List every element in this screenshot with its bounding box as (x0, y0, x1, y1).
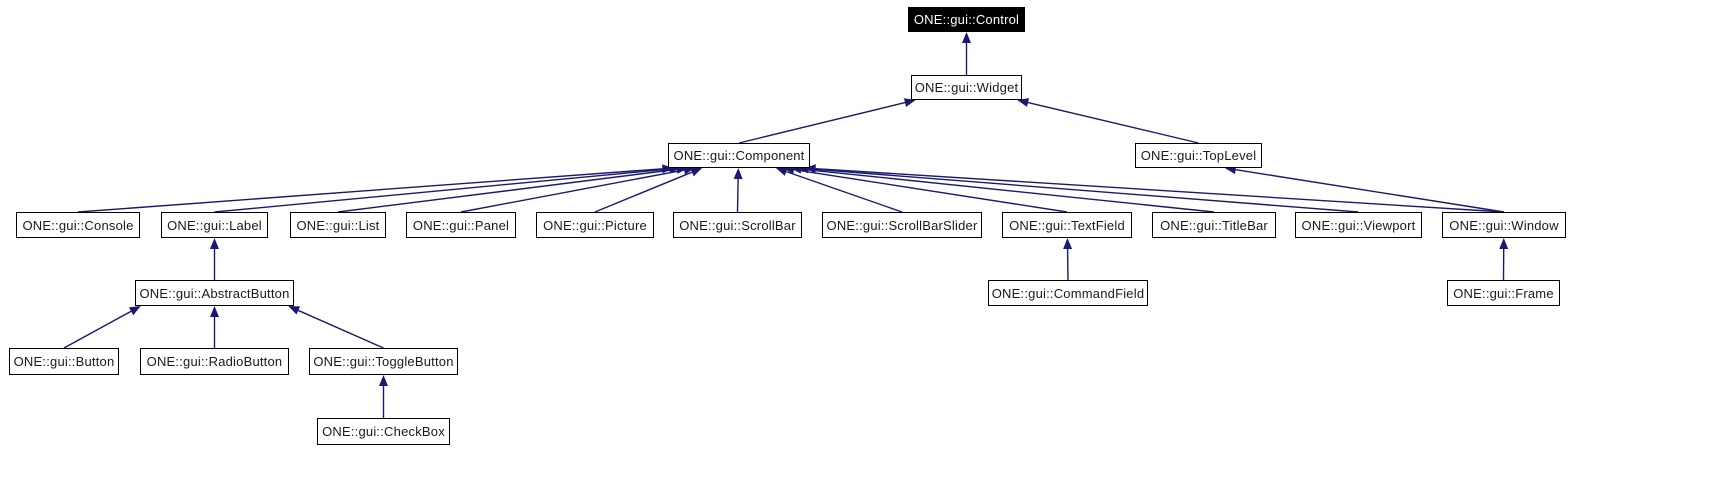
inheritance-edge-label-to-component (214, 168, 670, 213)
class-node-radiobutton[interactable]: ONE::gui::RadioButton (140, 348, 289, 375)
inheritance-edge-scrollbar-to-component (736, 178, 739, 213)
class-node-scrollbar[interactable]: ONE::gui::ScrollBar (673, 212, 802, 238)
inheritance-edge-window-to-toplevel (1235, 169, 1505, 213)
class-node-label: ONE::gui::CommandField (991, 285, 1145, 301)
inheritance-edge-scrollbarslider-to-component (786, 170, 903, 213)
inheritance-arrowhead-checkbox-to-togglebutton (379, 375, 388, 386)
class-node-label: ONE::gui::List (296, 217, 380, 233)
class-node-label: ONE::gui::Window (1449, 217, 1559, 233)
class-node-list[interactable]: ONE::gui::List (290, 212, 386, 238)
class-node-console[interactable]: ONE::gui::Console (16, 212, 140, 238)
inheritance-arrowhead-frame-to-window (1499, 238, 1509, 250)
class-node-label: ONE::gui::Picture (543, 217, 647, 233)
inheritance-edge-titlebar-to-component (801, 168, 1215, 213)
class-node-label: ONE::gui::RadioButton (146, 354, 283, 369)
class-node-label: ONE::gui::Frame (1453, 285, 1554, 301)
inheritance-arrowhead-togglebutton-to-abstractbutton (288, 306, 301, 315)
class-node-viewport[interactable]: ONE::gui::Viewport (1295, 212, 1422, 238)
inheritance-arrowhead-scrollbarslider-to-component (775, 167, 788, 176)
class-node-label: ONE::gui::Button (13, 354, 115, 369)
class-node-commandfield[interactable]: ONE::gui::CommandField (988, 280, 1148, 306)
inheritance-edge-panel-to-component (460, 169, 685, 213)
class-node-checkbox[interactable]: ONE::gui::CheckBox (317, 418, 450, 445)
class-node-label: ONE::gui::ScrollBar (679, 217, 796, 233)
class-node-label: ONE::gui::CheckBox (322, 424, 445, 439)
class-node-textfield[interactable]: ONE::gui::TextField (1002, 212, 1132, 238)
class-node-label: ONE::gui::AbstractButton (139, 285, 290, 301)
class-node-label: ONE::gui::TopLevel (1140, 148, 1257, 163)
class-node-widget[interactable]: ONE::gui::Widget (911, 75, 1022, 100)
class-node-label: ONE::gui::TextField (1009, 217, 1125, 233)
inheritance-arrowhead-picture-to-component (690, 168, 703, 177)
class-node-label: ONE::gui::Panel (412, 217, 510, 233)
class-node-label: ONE::gui::ToggleButton (313, 354, 454, 369)
class-node-label: ONE::gui::TitleBar (1160, 217, 1268, 233)
inheritance-edge-window-to-component (815, 167, 1505, 213)
inheritance-edge-viewport-to-component (808, 168, 1359, 213)
inheritance-arrowhead-radiobutton-to-abstractbutton (210, 306, 219, 317)
inheritance-arrowhead-widget-to-control (962, 32, 971, 43)
class-node-picture[interactable]: ONE::gui::Picture (536, 212, 654, 238)
class-node-label: ONE::gui::Label (167, 217, 262, 233)
inheritance-arrowhead-commandfield-to-textfield (1063, 238, 1073, 250)
class-node-label: ONE::gui::Control (913, 12, 1020, 27)
class-node-toplevel[interactable]: ONE::gui::TopLevel (1135, 143, 1262, 168)
class-node-label[interactable]: ONE::gui::Label (161, 212, 268, 238)
inheritance-edge-togglebutton-to-abstractbutton (298, 309, 384, 349)
inheritance-arrowhead-abstractbutton-to-label (210, 238, 219, 249)
class-node-label: ONE::gui::Widget (914, 80, 1019, 95)
inheritance-arrowhead-scrollbar-to-component (733, 168, 743, 180)
class-node-togglebutton[interactable]: ONE::gui::ToggleButton (309, 348, 458, 375)
class-node-label: ONE::gui::ScrollBarSlider (826, 217, 978, 233)
class-node-abstractbutton[interactable]: ONE::gui::AbstractButton (135, 280, 294, 306)
class-node-panel[interactable]: ONE::gui::Panel (406, 212, 516, 238)
inheritance-edge-button-to-abstractbutton (63, 310, 132, 349)
class-node-button[interactable]: ONE::gui::Button (9, 348, 119, 375)
class-node-scrollbarslider[interactable]: ONE::gui::ScrollBarSlider (822, 212, 982, 238)
inheritance-edge-console-to-component (77, 168, 663, 213)
class-node-titlebar[interactable]: ONE::gui::TitleBar (1152, 212, 1276, 238)
class-node-label: ONE::gui::Component (673, 148, 805, 163)
inheritance-arrowhead-button-to-abstractbutton (128, 306, 141, 316)
class-node-label: ONE::gui::Console (22, 217, 134, 233)
class-node-window[interactable]: ONE::gui::Window (1442, 212, 1566, 238)
inheritance-edge-list-to-component (337, 168, 677, 213)
class-node-component[interactable]: ONE::gui::Component (668, 143, 810, 168)
inheritance-edge-picture-to-component (594, 171, 693, 213)
inheritance-edge-component-to-widget (738, 101, 906, 144)
inheritance-edge-textfield-to-component (793, 168, 1068, 213)
class-node-label: ONE::gui::Viewport (1301, 217, 1416, 233)
class-node-control[interactable]: ONE::gui::Control (908, 7, 1025, 32)
inheritance-edge-toplevel-to-widget (1027, 101, 1199, 144)
class-node-frame[interactable]: ONE::gui::Frame (1447, 280, 1560, 306)
